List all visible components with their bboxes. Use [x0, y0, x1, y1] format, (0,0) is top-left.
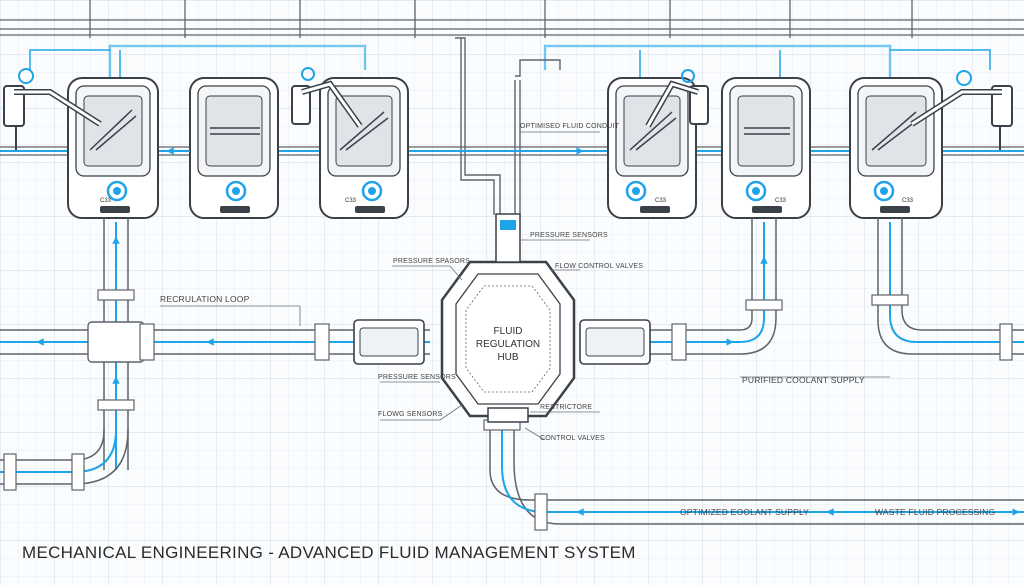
pump-unit-4: C33 [607, 77, 697, 219]
left-lower-elbow [0, 429, 129, 491]
unit-3-code: C33 [345, 198, 357, 204]
hub-label-line3: HUB [497, 352, 518, 363]
pump-unit-3: C33 [319, 77, 409, 219]
label-optimized-coolant-supply: OPTIMIZED EOOLANT SUPPLY [680, 507, 809, 517]
label-pressure-sensors-top-left: PRESSURE SPASORS [393, 258, 470, 265]
label-waste-fluid-processing: WASTE FLUID PROCESSING [875, 507, 995, 517]
far-right-pipe [871, 218, 1024, 361]
label-control-valves: CONTROL VALVES [540, 435, 605, 442]
label-flow-control-valves: FLOW CONTROL VALVES [555, 263, 643, 270]
robotic-arm-right [910, 70, 1013, 150]
label-recirculation-loop: RECRULATION LOOP [160, 294, 250, 304]
unit-5-code: C33 [775, 198, 787, 204]
top-frame-rails [0, 0, 1024, 38]
pump-unit-1: C33 [67, 77, 159, 219]
robotic-arm-center-right [645, 69, 709, 128]
pump-unit-2 [189, 77, 279, 219]
unit-6-status-ring [873, 180, 895, 202]
hub-label-line1: FLUID [494, 326, 523, 337]
unit-5-status-ring [745, 180, 767, 202]
flow-arrows [36, 147, 1020, 516]
label-restrictor: RESTRICTORE [540, 404, 592, 411]
label-flow-sensors: FLOWG SENSORS [378, 411, 443, 418]
recirculation-loop-pipe [0, 319, 430, 365]
right-output-pipe [579, 218, 783, 365]
leader-lines [160, 131, 890, 441]
unit-1-code: C33 [100, 198, 112, 204]
unit-6-code: C33 [902, 198, 914, 204]
pump-unit-6: C33 [849, 77, 943, 219]
unit-3-status-ring [361, 180, 383, 202]
robotic-arm-middle [291, 67, 363, 128]
label-optimized-fluid-conduit: OPTIMISED FLUID CONDUIT [520, 123, 620, 130]
pump-unit-5: C33 [721, 77, 811, 219]
unit-1-status-ring [106, 180, 128, 202]
hub-label-line2: REGULATION [476, 339, 540, 350]
label-pressure-sensors-top-right: PRESSURE SENSORS [530, 232, 608, 239]
label-purified-coolant-supply: PURIFIED COOLANT SUPPLY [742, 375, 865, 385]
bottom-supply-pipe [483, 419, 1024, 531]
fluid-regulation-hub: FLUID REGULATION HUB [440, 213, 576, 423]
robotic-arm-left [3, 68, 102, 150]
unit-4-status-ring [625, 180, 647, 202]
page-title: MECHANICAL ENGINEERING - ADVANCED FLUID … [22, 543, 636, 562]
label-pressure-sensors-bottom-left: PRESSURE SENSORS [378, 374, 456, 381]
unit-2-status-ring [225, 180, 247, 202]
unit-4-code: C33 [655, 198, 667, 204]
